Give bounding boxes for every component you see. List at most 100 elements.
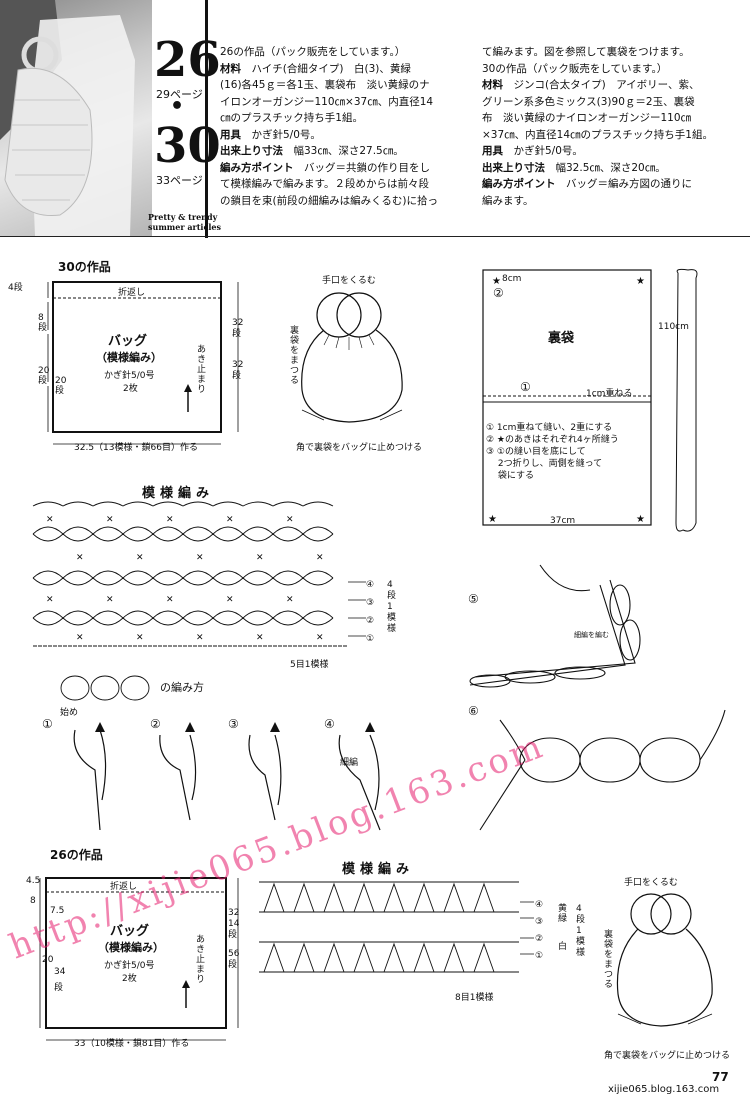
pattern-26-repeat: 8目1模様: [455, 993, 494, 1003]
lining-title: 裏袋: [548, 331, 575, 346]
opening-label-26: あき止まり: [196, 935, 206, 985]
lining-steps: ① 1cm重ねて縫い、2重にする ② ★のあきはそれぞれ4ヶ所縫う ③ ①の縫い…: [486, 422, 619, 482]
svg-text:✕: ✕: [196, 553, 204, 563]
row-marker: ①: [366, 634, 375, 644]
pattern-30-row-arrows: [348, 581, 366, 637]
pattern-number-30: 30: [154, 118, 221, 174]
page-ref-26: 29ページ: [156, 88, 203, 101]
lining-step: ③ ①の縫い目を底にして: [486, 447, 586, 457]
pattern-number-26: 26: [154, 32, 221, 88]
model-photo: [0, 0, 152, 236]
row-marker: ②: [366, 616, 375, 626]
header-rule: [0, 236, 750, 237]
row-marker: ④: [366, 580, 375, 590]
howto-step-6: ⑥: [468, 704, 479, 718]
handle-note-30: 手口をくるむ: [322, 276, 376, 286]
dim-left-26-d: 20: [42, 955, 54, 965]
svg-text:★: ★: [492, 276, 501, 287]
svg-text:✕: ✕: [76, 553, 84, 563]
bag-26-label: バッグ: [110, 924, 150, 939]
pattern-26-chart: [259, 881, 519, 973]
dim-left-26-b: 8: [30, 896, 36, 906]
instructions-column-1: 26の作品（パック販売をしています。） 材料 ハイチ(合細タイプ) 白(3)、黄…: [220, 44, 468, 209]
svg-text:✕: ✕: [136, 633, 144, 643]
bag-30-hook: かぎ針5/0号: [104, 371, 155, 381]
corner-note-30: 角で裏袋をバッグに止めつける: [296, 443, 423, 453]
text-line: 30の作品（パック販売をしています。）: [482, 62, 668, 75]
dim-left-30-d: 20段: [55, 376, 67, 396]
pattern-26-side: 4段1模様: [576, 904, 586, 958]
howto-step-2: ②: [150, 717, 161, 731]
bag-26-hook: かぎ針5/0号: [104, 961, 155, 971]
lining-diagram: ★ ★ ★ ★: [482, 268, 698, 532]
lining-note-26: 裏袋をまつる: [604, 930, 614, 990]
text-line: 材料 ジンコ(合太タイプ) アイボリー、紫、: [482, 79, 700, 91]
svg-text:✕: ✕: [166, 595, 174, 605]
svg-text:★: ★: [488, 514, 497, 525]
bag-26-count: 2枚: [122, 974, 137, 984]
bag-26-foundation: 33（10模様・鎖81目）作る: [74, 1039, 190, 1049]
svg-text:✕: ✕: [166, 515, 174, 525]
row-marker: ③: [366, 598, 375, 608]
opening-label-30: あき止まり: [197, 345, 207, 395]
chain-illustration-6: [479, 709, 726, 831]
caption-line-2: summer articles: [148, 222, 221, 232]
howto-title: の編み方: [160, 681, 204, 694]
bag-30-count: 2枚: [123, 384, 138, 394]
dim-left-26-f: 段: [54, 983, 64, 993]
svg-text:✕: ✕: [106, 595, 114, 605]
pattern-30-title: 模様編み: [142, 486, 215, 501]
text-line: イロンオーガンジー110㎝×37㎝、内直径14: [220, 95, 434, 108]
howto-thin-label: 細編: [340, 758, 359, 768]
text-line: 編み方ポイント バッグ＝共鎖の作り目をし: [220, 161, 430, 174]
howto-step-1: ①: [42, 717, 53, 731]
dim-left-26-a: 4.5: [26, 876, 41, 886]
dim-right-30-b: 32段: [232, 360, 244, 381]
lining-step: ② ★のあきはそれぞれ4ヶ所縫う: [486, 435, 619, 445]
svg-text:✕: ✕: [256, 553, 264, 563]
svg-text:✕: ✕: [316, 553, 324, 563]
pattern-30-side: 4段1模様: [387, 580, 397, 634]
dim-left-30-a: 4段: [8, 283, 23, 293]
row-marker: ④: [535, 900, 544, 910]
lining-step-2-marker: ②: [493, 286, 504, 300]
lining-8cm: 8cm: [502, 274, 522, 284]
text-line: 材料 ハイチ(合細タイプ) 白(3)、黄緑: [220, 62, 411, 75]
pattern-30-rows: ④ ③ ② ①: [366, 576, 374, 648]
section-26-title: 26の作品: [50, 848, 103, 862]
howto-steps: [73, 722, 381, 831]
caption-line-1: Pretty & trendy: [148, 212, 218, 222]
svg-text:✕: ✕: [76, 633, 84, 643]
text-line: 用具 かぎ針5/0号。: [482, 145, 583, 157]
svg-text:★: ★: [636, 514, 645, 525]
bag-30-pattern: （模様編み）: [96, 351, 162, 364]
pattern-26-color-1: 黄緑: [558, 904, 568, 924]
number-separator: •: [170, 94, 185, 119]
chain-illustration-5: [469, 564, 641, 688]
lining-overlap: 1cm重ねる: [586, 389, 633, 399]
text-line: 編みます。: [482, 194, 534, 207]
howto-step-3: ③: [228, 717, 239, 731]
chain-wrap-note: 細編を編む: [574, 631, 609, 639]
handle-bag-illustration-30: [301, 292, 403, 423]
instructions-column-2: て編みます。図を参照して裏袋をつけます。 30の作品（パック販売をしています。）…: [482, 44, 730, 209]
text-line: て編みます。図を参照して裏袋をつけます。: [482, 46, 690, 58]
dim-left-30-c: 20段: [38, 366, 50, 386]
lining-37cm: 37cm: [550, 516, 576, 526]
svg-text:✕: ✕: [46, 595, 54, 605]
corner-note-26: 角で裏袋をバッグに止めつける: [604, 1051, 731, 1061]
svg-text:✕: ✕: [226, 595, 234, 605]
text-line: の鎖目を束(前段の細編みは編みくるむ)に拾っ: [220, 194, 438, 207]
svg-text:✕: ✕: [226, 515, 234, 525]
bag-26-pattern: （模様編み）: [98, 941, 164, 954]
svg-text:✕: ✕: [316, 633, 324, 643]
lining-step-1-marker: ①: [520, 380, 531, 394]
pattern-26-row-arrows: [520, 901, 534, 955]
lining-note-30: 裏袋をまつる: [290, 326, 300, 386]
pattern-30-repeat: 5目1模様: [290, 660, 329, 670]
bag-30-foundation: 32.5（13模様・鎖66目）作る: [74, 443, 198, 453]
header-divider: [205, 0, 208, 238]
dim-right-26: 32 14 段 56 段: [228, 908, 240, 970]
dim-left-26-e: 34: [54, 967, 66, 977]
lining-step: 2つ折りし、両側を縫って: [486, 459, 603, 469]
